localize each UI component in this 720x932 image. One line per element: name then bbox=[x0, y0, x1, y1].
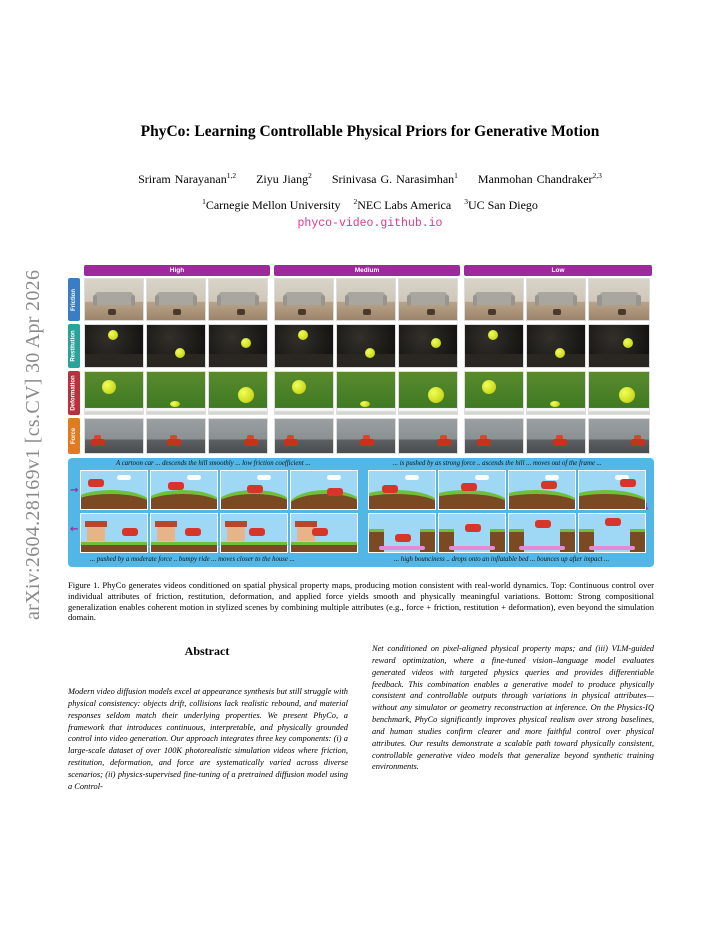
figure-tile bbox=[84, 371, 144, 415]
cartoon-frame bbox=[438, 470, 506, 510]
paper-title: PhyCo: Learning Controllable Physical Pr… bbox=[140, 123, 600, 140]
figure-tile bbox=[208, 324, 268, 368]
figure-attribute-grid: High Medium Low Friction Restitution Def… bbox=[68, 265, 654, 455]
figure-tile bbox=[208, 418, 268, 454]
level-header-high: High bbox=[84, 265, 270, 276]
figure-tile bbox=[398, 278, 458, 321]
cartoon-frame bbox=[80, 513, 148, 553]
cartoon-frame bbox=[290, 470, 358, 510]
figure-tile bbox=[526, 278, 586, 321]
author-list: Sriram Narayanan1,2 Ziyu Jiang2 Srinivas… bbox=[60, 172, 680, 187]
level-header-low: Low bbox=[464, 265, 652, 276]
figure-tile bbox=[146, 278, 206, 321]
row-label-force: Force bbox=[68, 418, 80, 454]
row-label-restitution: Restitution bbox=[68, 324, 80, 368]
abstract-column-left: Modern video diffusion models excel at a… bbox=[68, 686, 348, 793]
figure-tile bbox=[526, 418, 586, 454]
caption-bottom-left: ... pushed by a moderate force .. bumpy … bbox=[90, 556, 295, 563]
caption-bottom-right: ... high bounciness .. drops onto an inf… bbox=[394, 556, 610, 563]
cartoon-frame bbox=[150, 513, 218, 553]
caption-top-right: ... is pushed by as strong force .. asce… bbox=[393, 460, 602, 467]
cartoon-frame bbox=[150, 470, 218, 510]
figure-tile bbox=[398, 324, 458, 368]
figure-tile bbox=[84, 278, 144, 321]
figure-tile bbox=[146, 371, 206, 415]
figure-tile bbox=[336, 418, 396, 454]
figure-tile bbox=[588, 278, 650, 321]
figure-composition-panel: A cartoon car ... descends the hill smoo… bbox=[68, 458, 654, 567]
arrow-right-icon: → bbox=[70, 485, 79, 496]
cartoon-frame bbox=[368, 513, 436, 553]
figure-caption: Figure 1. PhyCo generates videos conditi… bbox=[68, 580, 654, 623]
row-label-friction: Friction bbox=[68, 278, 80, 321]
figure-tile bbox=[464, 371, 524, 415]
cartoon-frame bbox=[80, 470, 148, 510]
arxiv-stamp: arXiv:2604.28169v1 [cs.CV] 30 Apr 2026 bbox=[22, 269, 44, 620]
abstract-column-right: Net conditioned on pixel-aligned physica… bbox=[372, 643, 654, 773]
cartoon-frame bbox=[508, 470, 576, 510]
caption-top-left: A cartoon car ... descends the hill smoo… bbox=[116, 460, 311, 467]
figure-tile bbox=[208, 371, 268, 415]
abstract-text-right: Net conditioned on pixel-aligned physica… bbox=[372, 644, 654, 772]
figure-tile bbox=[464, 418, 524, 454]
figure-tile bbox=[526, 371, 586, 415]
figure-tile bbox=[588, 324, 650, 368]
figure-tile bbox=[274, 278, 334, 321]
author: Manmohan Chandraker2,3 bbox=[477, 171, 602, 186]
cartoon-frame bbox=[578, 470, 646, 510]
figure-tile bbox=[146, 324, 206, 368]
affiliation: 1Carnegie Mellon University bbox=[202, 197, 341, 212]
figure-tile bbox=[274, 418, 334, 454]
figure-tile bbox=[588, 371, 650, 415]
cartoon-frame bbox=[220, 470, 288, 510]
figure-tile bbox=[274, 324, 334, 368]
figure-tile bbox=[464, 324, 524, 368]
cartoon-frame bbox=[578, 513, 646, 553]
figure-tile bbox=[274, 371, 334, 415]
project-url-link[interactable]: phyco-video.github.io bbox=[297, 217, 443, 230]
level-header-medium: Medium bbox=[274, 265, 460, 276]
affiliation: 3UC San Diego bbox=[464, 197, 538, 212]
figure-tile bbox=[464, 278, 524, 321]
row-label-deformation: Deformation bbox=[68, 371, 80, 415]
curved-arrow-icon: ↓ bbox=[642, 502, 651, 513]
figure-tile bbox=[84, 418, 144, 454]
cartoon-frame bbox=[290, 513, 358, 553]
affiliation: 2NEC Labs America bbox=[353, 197, 452, 212]
arrow-left-icon: ← bbox=[70, 524, 79, 535]
author: Ziyu Jiang2 bbox=[256, 171, 312, 186]
figure-tile bbox=[526, 324, 586, 368]
figure-tile bbox=[208, 278, 268, 321]
figure-tile bbox=[336, 278, 396, 321]
figure-tile bbox=[398, 418, 458, 454]
figure-tile bbox=[336, 371, 396, 415]
figure-tile bbox=[336, 324, 396, 368]
figure-tile bbox=[84, 324, 144, 368]
cartoon-frame bbox=[438, 513, 506, 553]
author: Sriram Narayanan1,2 bbox=[138, 171, 237, 186]
author: Srinivasa G. Narasimhan1 bbox=[331, 171, 458, 186]
cartoon-frame bbox=[508, 513, 576, 553]
cartoon-frame bbox=[220, 513, 288, 553]
cartoon-frame bbox=[368, 470, 436, 510]
abstract-heading: Abstract bbox=[184, 644, 230, 658]
figure-tile bbox=[588, 418, 650, 454]
abstract-text-left: Modern video diffusion models excel at a… bbox=[68, 687, 348, 791]
figure-tile bbox=[146, 418, 206, 454]
affiliation-list: 1Carnegie Mellon University 2NEC Labs Am… bbox=[60, 198, 680, 213]
figure-tile bbox=[398, 371, 458, 415]
